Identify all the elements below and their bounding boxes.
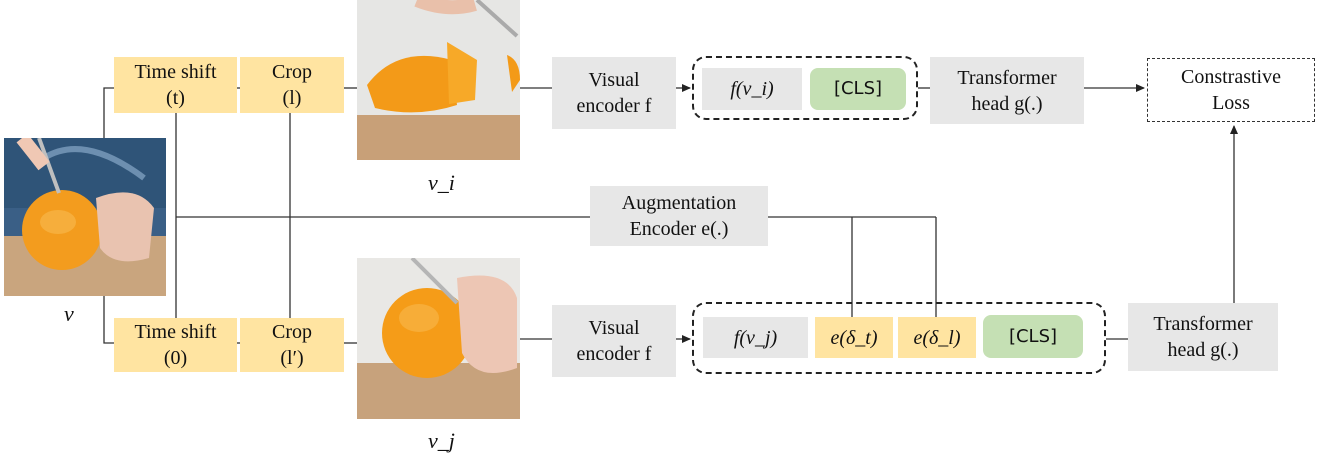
aug-delta-l-token: e(δ_l) <box>898 317 976 358</box>
visual-encoder-top-line2: encoder f <box>576 95 652 117</box>
transformer-head-bottom-line2: head g(.) <box>1167 339 1239 361</box>
visual-encoder-top-box: Visual encoder f <box>552 57 676 129</box>
input-label: v <box>64 301 74 326</box>
cls-token-top: [CLS] <box>810 68 906 110</box>
clip-j-label-text: v_j <box>428 428 455 453</box>
contrastive-loss-line2: Loss <box>1212 92 1250 114</box>
feature-vi-text: f(v_i) <box>730 78 774 100</box>
crop-l-line2: (l) <box>282 87 302 109</box>
transformer-head-top-line1: Transformer <box>957 66 1057 89</box>
visual-encoder-top-line1: Visual <box>588 69 640 91</box>
aug-delta-t-text: e(δ_t) <box>830 326 878 349</box>
crop-l-prime-box: Crop (l′) <box>240 318 344 372</box>
input-to-bottom-branch-line <box>103 296 114 344</box>
time-shift-t-line1: Time shift <box>134 61 217 83</box>
transformer-head-bottom-line1: Transformer <box>1153 313 1253 335</box>
clip-i-image <box>357 0 520 160</box>
time-shift-zero-box: Time shift (0) <box>114 318 237 372</box>
augmentation-encoder-line1: Augmentation <box>621 192 737 214</box>
time-shift-t-box: Time shift (t) <box>114 57 237 113</box>
time-shift-zero-line2: (0) <box>163 347 188 369</box>
aug-delta-l-text: e(δ_l) <box>913 326 961 349</box>
crop-l-box: Crop (l) <box>240 57 344 113</box>
transformer-head-top-box: Transformer head g(.) <box>930 57 1084 124</box>
contrastive-loss-line1: Constrastive <box>1181 66 1281 88</box>
augmentation-encoder-line2: Encoder e(.) <box>629 218 729 240</box>
crop-l-prime-line2: (l′) <box>280 347 304 369</box>
contrastive-loss-box: Constrastive Loss <box>1147 58 1315 122</box>
top-token-group <box>692 56 918 120</box>
visual-encoder-bottom-box: Visual encoder f <box>552 305 676 377</box>
input-to-top-branch-line <box>103 87 114 138</box>
bottom-token-group <box>692 302 1106 374</box>
visual-encoder-bottom-line2: encoder f <box>576 343 652 365</box>
clip-i-label-text: v_i <box>428 170 455 195</box>
clip-j-image <box>357 258 520 419</box>
crop-l-line1: Crop <box>272 61 312 83</box>
cls-token-bottom-text: [CLS] <box>1008 325 1058 347</box>
visual-encoder-bottom-line1: Visual <box>588 317 640 339</box>
cls-token-top-text: [CLS] <box>833 78 883 99</box>
feature-vi-token: f(v_i) <box>702 68 802 110</box>
transformer-head-top-line2: head g(.) <box>971 92 1043 115</box>
feature-vj-token: f(v_j) <box>703 317 808 358</box>
clip-i-label: v_i <box>428 170 455 196</box>
augmentation-encoder-box: Augmentation Encoder e(.) <box>590 186 768 246</box>
crop-l-prime-line1: Crop <box>272 321 312 343</box>
clip-j-label: v_j <box>428 428 455 454</box>
cls-token-bottom: [CLS] <box>983 315 1083 358</box>
time-shift-zero-line1: Time shift <box>134 321 217 343</box>
time-shift-t-line2: (t) <box>166 87 185 109</box>
aug-delta-t-token: e(δ_t) <box>815 317 893 358</box>
transformer-head-bottom-box: Transformer head g(.) <box>1128 303 1278 371</box>
input-frame-image <box>4 138 166 296</box>
feature-vj-text: f(v_j) <box>733 326 778 349</box>
